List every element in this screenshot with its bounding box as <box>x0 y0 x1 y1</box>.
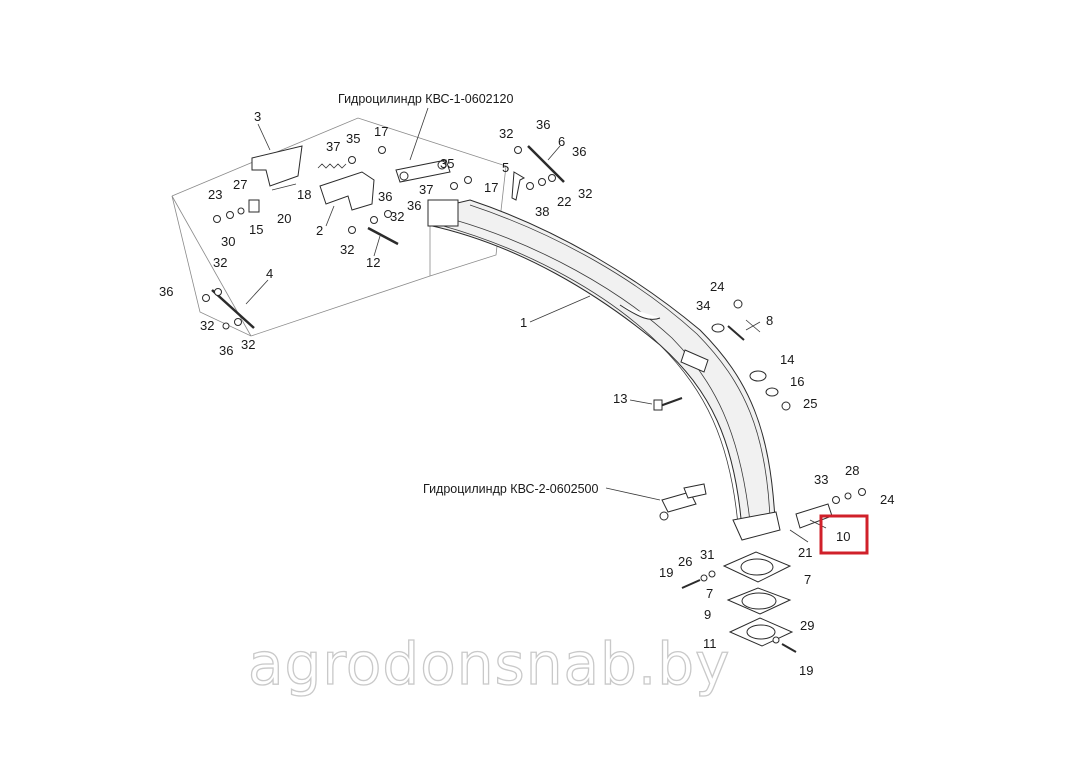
label-36-f: 36 <box>219 343 233 358</box>
label-26: 26 <box>678 554 692 569</box>
label-7-right: 7 <box>804 572 811 587</box>
label-37-mid: 37 <box>419 182 433 197</box>
label-32-d: 32 <box>340 242 354 257</box>
label-37-top: 37 <box>326 139 340 154</box>
label-16: 16 <box>790 374 804 389</box>
label-5: 5 <box>502 160 509 175</box>
label-24-top: 24 <box>710 279 724 294</box>
label-33: 33 <box>814 472 828 487</box>
bolt-13 <box>653 397 683 411</box>
hydraulic-cylinder-upper <box>395 107 451 183</box>
rod-6 <box>527 145 565 183</box>
label-20: 20 <box>277 211 291 226</box>
label-19-bottom: 19 <box>799 663 813 678</box>
label-3: 3 <box>254 109 261 124</box>
leader-lines <box>529 295 827 543</box>
label-32-c: 32 <box>390 209 404 224</box>
bracket-2 <box>319 171 375 227</box>
label-35-top: 35 <box>346 131 360 146</box>
label-34: 34 <box>696 298 710 313</box>
label-32-f: 32 <box>200 318 214 333</box>
label-7-left: 7 <box>706 586 713 601</box>
label-10: 10 <box>836 529 850 544</box>
label-1: 1 <box>520 315 527 330</box>
label-9: 9 <box>704 607 711 622</box>
hydraulic-cylinder-lower <box>605 483 707 521</box>
rod-12 <box>367 226 399 257</box>
rod-4 <box>211 279 269 329</box>
label-23: 23 <box>208 187 222 202</box>
highlight-part-10: 10 <box>819 514 869 555</box>
label-30: 30 <box>221 234 235 249</box>
label-15: 15 <box>249 222 263 237</box>
label-12: 12 <box>366 255 380 270</box>
hardware-right <box>711 299 791 411</box>
label-38: 38 <box>535 204 549 219</box>
label-36-a: 36 <box>536 117 550 132</box>
label-21: 21 <box>798 545 812 560</box>
label-14: 14 <box>780 352 794 367</box>
label-19-left: 19 <box>659 565 673 580</box>
bracket-3 <box>251 123 303 187</box>
label-32-a: 32 <box>499 126 513 141</box>
pin-5 <box>511 171 526 201</box>
plate-10 <box>795 488 866 529</box>
label-36-c: 36 <box>378 189 392 204</box>
label-4: 4 <box>266 266 273 281</box>
watermark-text: agrodonsnab.by <box>248 630 730 698</box>
label-29: 29 <box>800 618 814 633</box>
label-13: 13 <box>613 391 627 406</box>
label-36-e: 36 <box>159 284 173 299</box>
label-32-b: 32 <box>578 186 592 201</box>
label-18: 18 <box>297 187 311 202</box>
label-36-d: 36 <box>407 198 421 213</box>
label-32-g: 32 <box>241 337 255 352</box>
label-6: 6 <box>558 134 565 149</box>
caption-cylinder-kvs2: Гидроцилиндр КВС-2-0602500 <box>423 482 599 496</box>
label-11: 11 <box>703 636 717 651</box>
label-2: 2 <box>316 223 323 238</box>
label-27: 27 <box>233 177 247 192</box>
label-32-e: 32 <box>213 255 227 270</box>
label-28: 28 <box>845 463 859 478</box>
caption-cylinder-kvs1: Гидроцилиндр КВС-1-0602120 <box>338 92 514 106</box>
label-24-right: 24 <box>880 492 894 507</box>
spring-18 <box>317 163 347 169</box>
main-curved-beam <box>427 199 781 541</box>
label-25: 25 <box>803 396 817 411</box>
label-17-mid: 17 <box>484 180 498 195</box>
label-35-mid: 35 <box>440 156 454 171</box>
label-8: 8 <box>766 313 773 328</box>
hardware-upper <box>202 146 556 330</box>
label-22: 22 <box>557 194 571 209</box>
label-31: 31 <box>700 547 714 562</box>
label-17-top: 17 <box>374 124 388 139</box>
label-36-b: 36 <box>572 144 586 159</box>
part-labels: 1 2 3 4 5 6 7 7 8 9 11 12 13 14 15 16 17… <box>159 109 894 678</box>
flange-stack <box>681 551 797 653</box>
